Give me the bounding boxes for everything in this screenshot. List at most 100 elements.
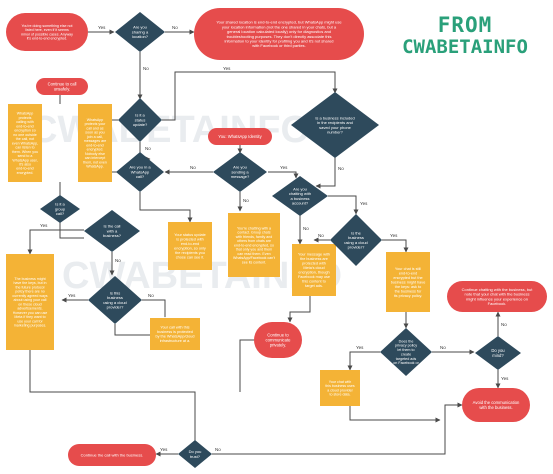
edge-label-yes: Yes [280,165,288,170]
edge-label-no: No [303,226,309,231]
node-text: Continue the call with the business. [81,452,144,457]
business-note-left-shape [6,254,54,350]
group-call-q-shape [40,195,80,223]
edge-label-no: No [148,293,154,298]
edge-label-no: No [115,258,121,263]
edge-label-yes: Yes [68,293,76,298]
edge-msg-down [287,296,311,323]
continue-call-business: Continue the call with the business. [68,444,156,466]
location-note-shape [194,8,364,60]
status-note-a-shape [8,104,42,182]
whatsapp-identity: You: WhatsApp Identity [208,128,272,145]
node-text: Continue chatting with the business, but… [462,287,534,306]
continue-chatting-note-shape [447,281,547,312]
edge-trust-right [212,402,463,455]
status-update-q-shape [118,98,162,142]
continue-communicate-shape [254,322,302,358]
edge-status-right [162,71,338,121]
whatsapp-identity-shape [208,128,272,145]
brand-line-2: CWABETAINFO [402,36,528,58]
edge-label-no: No [145,146,151,151]
top-left-note-shape [6,13,88,51]
edge-group-q [59,222,84,239]
continue-chatting-note: Continue chatting with the business, but… [447,281,547,312]
edge-label-no: No [243,198,249,203]
edge-label-yes: Yes [360,201,368,206]
edge-chat-biz-right [328,195,359,215]
continue-unsafe-shape [36,78,88,95]
cloud-provider-q-shape [330,214,382,266]
edge-label-yes: Yes [40,223,48,228]
edge-sending-right [268,171,299,179]
edge-business-down [315,156,336,189]
chatting-business-q-shape [272,176,328,216]
business-included-q-shape [291,92,379,158]
edge-cloud-right [382,239,409,253]
edge-label-no: No [143,66,149,71]
avoid-communication-shape [462,388,530,422]
edge-label-no: No [318,233,324,238]
edge-left-note-down [29,350,198,449]
edge-label-yes: Yes [390,233,398,238]
node-text: Your shared location is end-to-end encry… [216,20,342,49]
brand-logo: FROM CWABETAINFO [381,14,549,58]
node-text: You: WhatsApp Identity [218,134,262,139]
brand-line-1: FROM [437,13,493,37]
edge-labels: YesNoNoYesYesNoYesNoNoYesNoNoYesYesNoYes… [40,25,509,452]
business-keys-note-shape [386,252,430,312]
status-encrypted-note-shape [168,222,212,270]
sending-message-q-shape [213,152,267,192]
chat-note-shape [228,213,280,277]
edge-label-no: No [338,166,344,171]
call-business-q-shape [84,210,140,252]
edge-callbiz-left [27,229,84,255]
status-note-b-shape [78,104,112,182]
edge-bizcloud-right [142,299,166,317]
edge-label-no: No [440,345,446,350]
edge-policy-left [347,351,380,371]
edge-label-no: No [501,322,507,327]
share-location-q-shape [115,12,165,52]
